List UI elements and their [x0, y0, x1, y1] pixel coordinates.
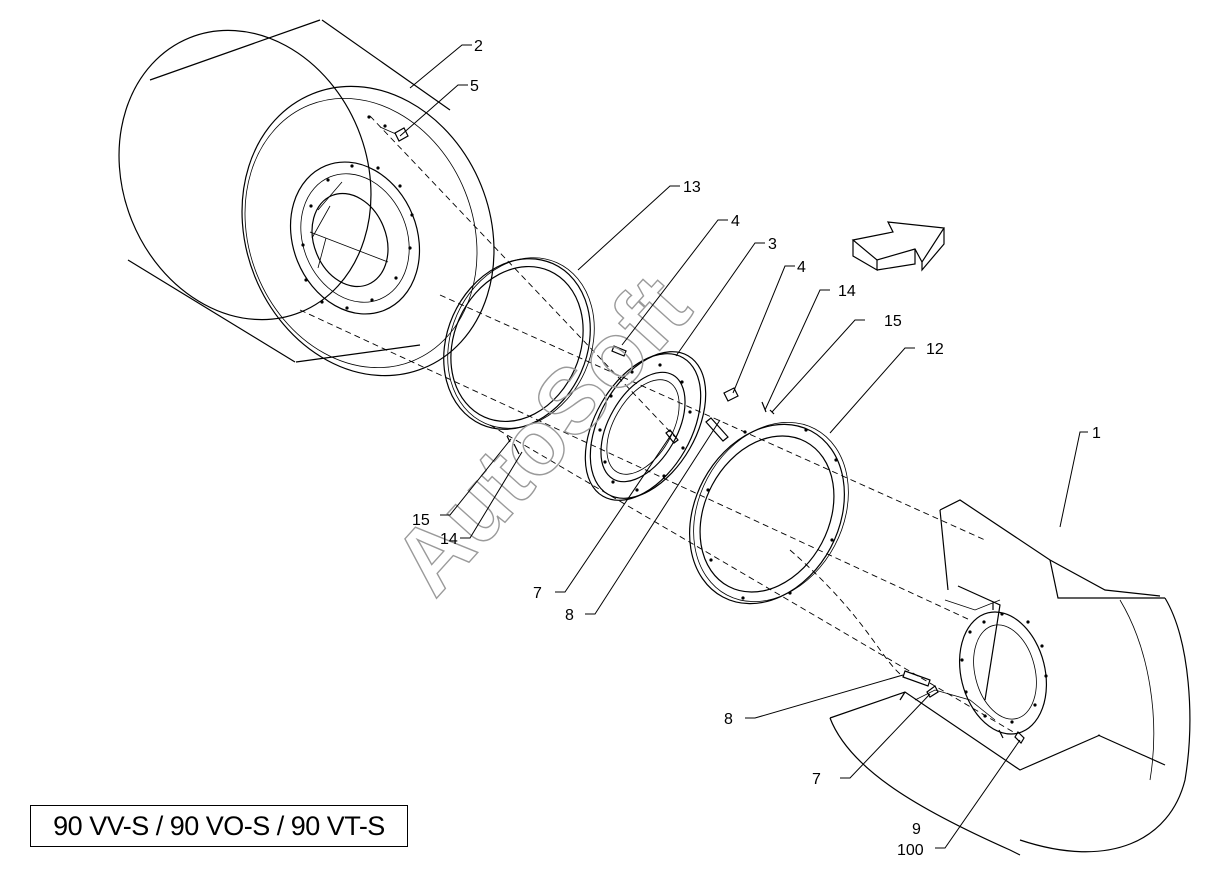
- flow-direction-arrow: [851, 221, 946, 272]
- model-label: 90 VV-S / 90 VO-S / 90 VT-S: [53, 810, 385, 841]
- callout-8: 8: [724, 711, 733, 728]
- callout-9: 9: [912, 821, 921, 838]
- part-gasket-ring: [443, 257, 595, 430]
- callout-3: 3: [768, 236, 777, 253]
- flange-holes: [301, 115, 414, 310]
- callout-14: 14: [838, 283, 856, 300]
- callout-numbers: 2 5 13 4 3 4 14 15 12 1 15 14 7 8 8 7 9 …: [412, 38, 1101, 859]
- callout-14: 14: [440, 531, 458, 548]
- part-housing-drum: [118, 19, 495, 377]
- callout-1: 1: [1092, 425, 1101, 442]
- part-volute-housing: [829, 499, 1191, 856]
- callout-12: 12: [926, 341, 944, 358]
- model-label-box: 90 VV-S / 90 VO-S / 90 VT-S: [30, 805, 408, 847]
- watermark-text: AutoSoft: [374, 257, 710, 614]
- callout-7: 7: [533, 585, 542, 602]
- callout-100: 100: [897, 842, 924, 859]
- leader-lines: [399, 44, 1088, 849]
- callout-13: 13: [683, 179, 701, 196]
- callout-4: 4: [797, 259, 806, 276]
- part-gasket-ring-2: [689, 421, 849, 605]
- callout-7: 7: [812, 771, 821, 788]
- callout-2: 2: [474, 38, 483, 55]
- callout-15: 15: [884, 313, 902, 330]
- callout-4: 4: [731, 213, 740, 230]
- callout-5: 5: [470, 78, 479, 95]
- part-flange-plate: [584, 351, 707, 501]
- callout-8: 8: [565, 607, 574, 624]
- callout-15: 15: [412, 512, 430, 529]
- alignment-axes: [299, 115, 1016, 734]
